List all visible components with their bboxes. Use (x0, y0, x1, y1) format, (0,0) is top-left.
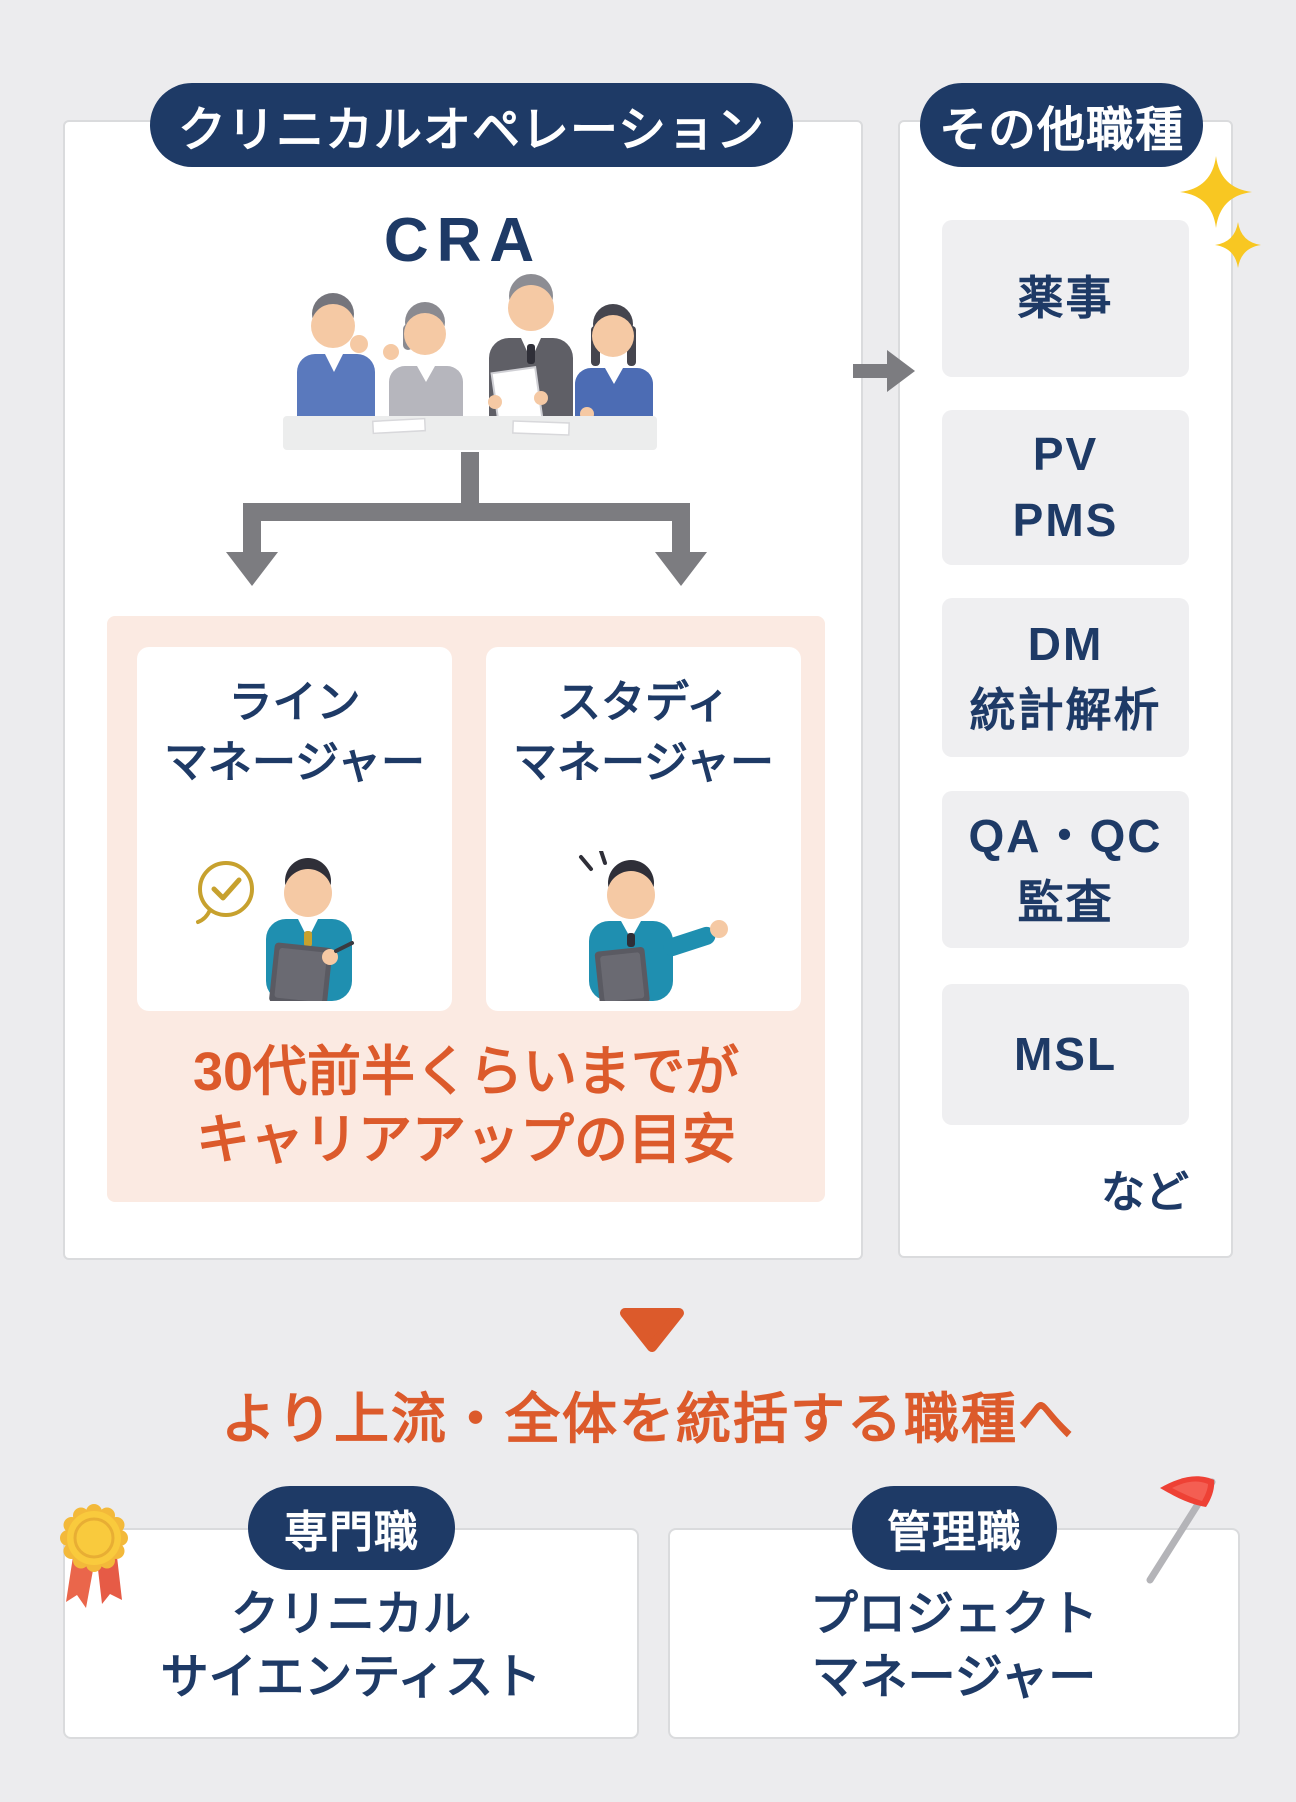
sparkles-icon (1180, 156, 1261, 268)
job-box-qa-qc: QA・QC 監査 (942, 791, 1189, 948)
management-role-label: プロジェクト マネージャー (809, 1588, 1098, 1705)
specialist-pill: 専門職 (248, 1486, 455, 1570)
branch-down-arrows (226, 452, 707, 586)
medal-icon (60, 1504, 128, 1608)
management-pill-label: 管理職 (887, 1508, 1022, 1557)
job-box-dm-stats: DM 統計解析 (942, 598, 1189, 757)
job-box-msl: MSL (942, 984, 1189, 1125)
career-up-note: 30代前半くらいまでが キャリアアップの目安 (192, 1042, 740, 1171)
job-box-regulatory: 薬事 (942, 220, 1189, 377)
line-manager-illustration (195, 858, 354, 1001)
specialist-pill-label: 専門職 (284, 1508, 419, 1557)
flag-icon (1146, 1476, 1216, 1584)
check-bubble-icon (197, 861, 254, 917)
clinical-operations-pill: クリニカルオペレーション (150, 83, 793, 167)
study-manager-card: スタディ マネージャー (486, 647, 801, 1011)
right-arrow-icon (853, 350, 915, 392)
job-box-pv-pms: PV PMS (942, 410, 1189, 565)
flow-heading: より上流・全体を統括する職種へ (221, 1388, 1075, 1450)
cra-label: CRA (383, 206, 543, 275)
down-triangle-icon (620, 1308, 684, 1352)
other-jobs-pill: その他職種 (920, 83, 1203, 167)
line-manager-card: ライン マネージャー (137, 647, 452, 1011)
clinical-operations-pill-label: クリニカルオペレーション (177, 104, 766, 157)
etc-label: など (1101, 1168, 1189, 1217)
management-pill: 管理職 (852, 1486, 1057, 1570)
study-manager-illustration (578, 851, 728, 1001)
other-jobs-pill-label: その他職種 (938, 104, 1184, 157)
line-manager-label: ライン マネージャー (164, 678, 425, 787)
study-manager-label: スタディ マネージャー (513, 678, 774, 787)
specialist-role-label: クリニカル サイエンティスト (160, 1588, 542, 1705)
cra-meeting-illustration (283, 274, 657, 450)
